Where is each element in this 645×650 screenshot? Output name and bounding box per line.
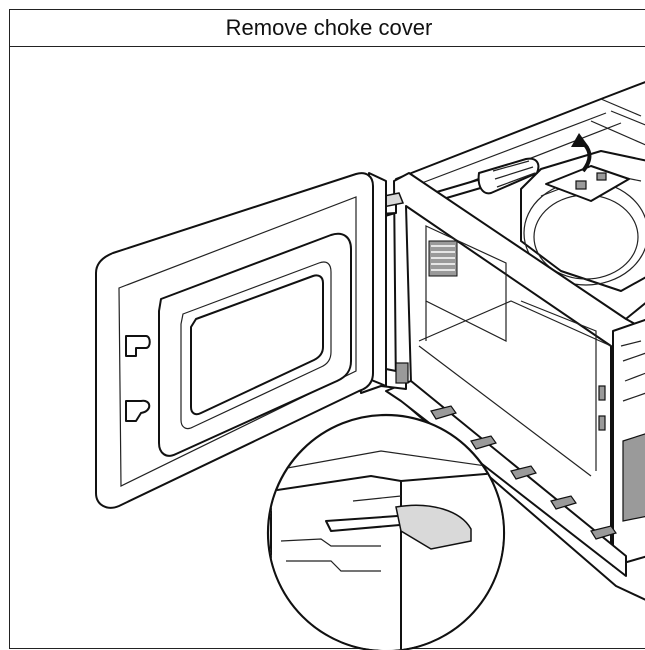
- vent-grille: [428, 240, 458, 277]
- microwave-illustration: [95, 81, 645, 650]
- magnifier-detail-icon: [266, 413, 506, 650]
- cavity-front: [393, 172, 645, 601]
- control-side: [598, 318, 645, 567]
- microwave-door-icon: [95, 172, 387, 509]
- illustration-area: [10, 47, 645, 650]
- lift-arrow-icon: [571, 133, 592, 173]
- step-title: Remove choke cover: [10, 10, 645, 47]
- instruction-panel: Remove choke cover: [9, 9, 645, 650]
- choke-cover: [545, 165, 630, 202]
